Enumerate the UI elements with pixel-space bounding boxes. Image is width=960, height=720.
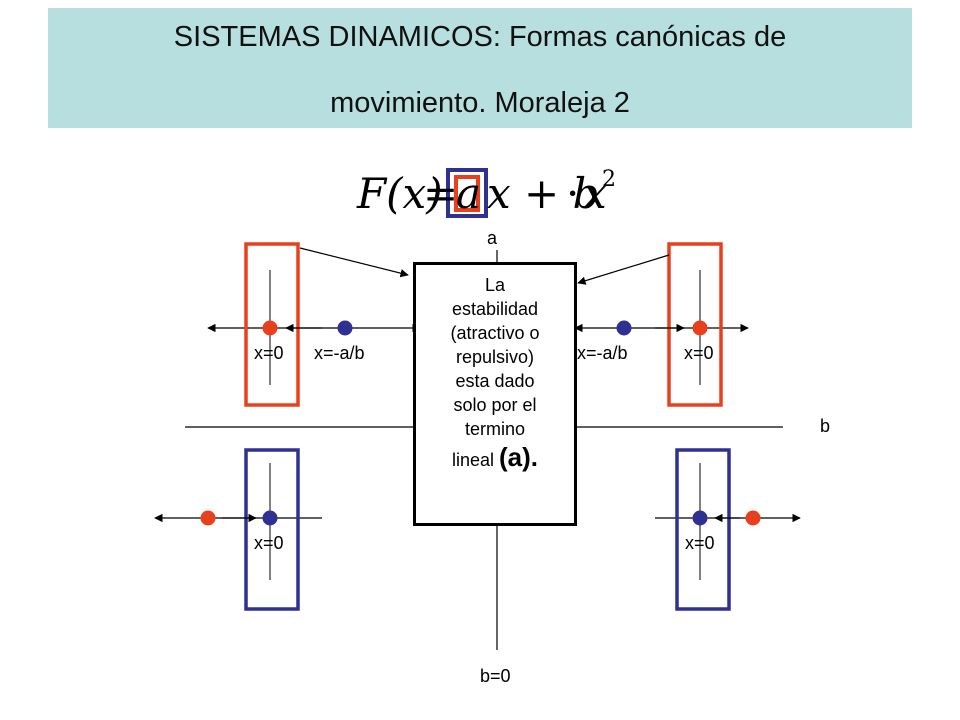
a-axis-label: a [487, 228, 498, 248]
point-label: x=0 [684, 343, 714, 363]
unstable-point-dot [262, 320, 278, 336]
pointer-arrow-right [577, 254, 670, 285]
title-line-2: movimiento. Moraleja 2 [330, 87, 630, 119]
note-last-line: lineal (a). [416, 442, 574, 472]
formula: F(x) = a x + b · x 2 [356, 167, 616, 218]
point-label: x=-a/b [577, 343, 628, 363]
formula-exponent: 2 [602, 167, 616, 192]
stability-note-box: La estabilidad (atractivo o repulsivo) e… [413, 262, 577, 526]
note-big-word: (a). [499, 442, 539, 472]
bottom-right-blue-frame [675, 448, 731, 611]
title-line-1: SISTEMAS DINAMICOS: Formas canónicas de [173, 21, 787, 53]
formula-a: a [456, 169, 481, 218]
stable-point-dot [262, 510, 278, 526]
formula-a-red-box [454, 175, 480, 212]
note-line: (atractivo o [450, 323, 540, 343]
note-line: esta dado [455, 371, 535, 391]
formula-dot: · [566, 169, 579, 218]
bottom-left-blue-frame [244, 448, 300, 611]
phase-line-bottom-right: x=0 [655, 448, 801, 611]
formula-a-blue-box [446, 168, 488, 218]
phase-line-top-left: x=0 x=-a/b [207, 242, 421, 407]
note-line: termino [464, 419, 526, 439]
point-label: x=0 [685, 533, 715, 553]
point-label: x=0 [254, 343, 284, 363]
formula-equals: = [423, 169, 458, 218]
unstable-point-dot [745, 510, 761, 526]
point-label: x=-a/b [314, 343, 365, 363]
b-axis-label: b [820, 416, 830, 436]
formula-mid: x + b [487, 169, 599, 218]
stable-point-dot [692, 510, 708, 526]
phase-line-top-right: x=-a/b x=0 [574, 242, 749, 407]
note-line: solo por el [453, 395, 537, 415]
note-line: repulsivo) [455, 347, 535, 367]
b-zero-label: b=0 [480, 666, 511, 686]
formula-lhs: F(x) [356, 169, 443, 218]
stable-point-dot [616, 320, 632, 336]
top-right-red-frame [667, 242, 723, 407]
top-left-red-frame [244, 242, 300, 407]
unstable-point-dot [692, 320, 708, 336]
formula-x: x [583, 169, 607, 218]
title-banner: SISTEMAS DINAMICOS: Formas canónicas de … [48, 8, 912, 128]
phase-line-bottom-left: x=0 [154, 448, 322, 611]
unstable-point-dot [200, 510, 216, 526]
pointer-arrow-left [299, 247, 409, 278]
note-small-word: lineal [451, 450, 494, 470]
point-label: x=0 [254, 533, 284, 553]
note-line: estabilidad [451, 299, 539, 319]
note-line: La [484, 275, 506, 295]
stable-point-dot [337, 320, 353, 336]
